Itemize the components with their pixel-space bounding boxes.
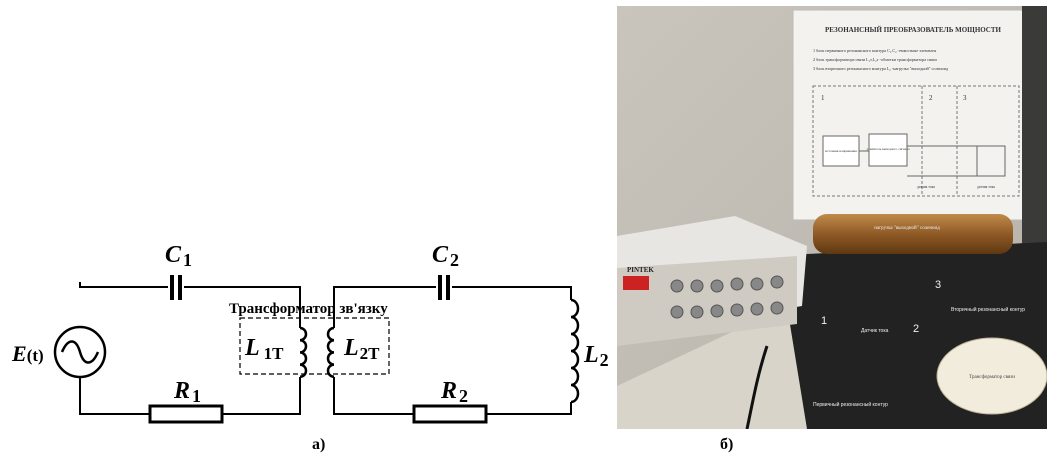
label-l2: L2 xyxy=(583,342,609,370)
svg-text:РЕЗОНАНСНЫЙ ПРЕОБРАЗОВАТЕЛЬ МО: РЕЗОНАНСНЫЙ ПРЕОБРАЗОВАТЕЛЬ МОЩНОСТИ xyxy=(825,26,1001,34)
svg-text:усилитель выходного сигнала: усилитель выходного сигнала xyxy=(867,147,910,151)
resistor-r2 xyxy=(412,404,488,424)
wire-left-top xyxy=(79,282,301,328)
coil-l1t-icon xyxy=(299,326,308,379)
svg-text:3: 3 xyxy=(963,94,967,102)
label-source: E(t) xyxy=(11,341,44,366)
poster: РЕЗОНАНСНЫЙ ПРЕОБРАЗОВАТЕЛЬ МОЩНОСТИ 1 б… xyxy=(792,9,1034,221)
svg-text:датчик тока: датчик тока xyxy=(917,185,935,189)
coil-l2-icon xyxy=(570,298,580,404)
svg-text:3 блок вторичного резонансного: 3 блок вторичного резонансного контура L… xyxy=(813,66,949,71)
svg-text:датчик тока: датчик тока xyxy=(977,185,995,189)
signal-generator: PINTEK xyxy=(617,216,807,346)
svg-text:2: 2 xyxy=(913,323,919,335)
lab-setup-photo: РЕЗОНАНСНЫЙ ПРЕОБРАЗОВАТЕЛЬ МОЩНОСТИ 1 б… xyxy=(617,6,1047,429)
wire-right-top xyxy=(333,286,572,328)
caption-a: а) xyxy=(312,436,326,453)
label-l2t: L2T xyxy=(343,335,380,363)
coupling-transformer-disk xyxy=(936,337,1047,415)
svg-text:1: 1 xyxy=(821,94,825,102)
resistor-r1 xyxy=(148,404,224,424)
svg-text:3: 3 xyxy=(935,279,941,291)
sine-wave-icon xyxy=(60,340,100,364)
transformer-box xyxy=(239,317,390,375)
svg-text:Датчик тока: Датчик тока xyxy=(861,328,889,334)
svg-text:1 блок первичного резонансного: 1 блок первичного резонансного контура C… xyxy=(813,48,936,54)
wire-right-bottom xyxy=(333,377,572,415)
svg-text:2 блок трансформатора связи: 2 блок трансформатора связи L₁т,L₂т -обм… xyxy=(813,57,937,63)
caption-b: б) xyxy=(720,436,734,453)
svg-text:2: 2 xyxy=(929,94,933,102)
label-transformer: Трансформатор зв'язку xyxy=(229,301,388,317)
svg-text:1: 1 xyxy=(821,315,827,327)
wire-left-bottom xyxy=(79,377,301,415)
svg-text:источник напряжения: источник напряжения xyxy=(825,149,857,153)
svg-text:Вторичный резонансный контур: Вторичный резонансный контур xyxy=(951,306,1025,313)
svg-text:Трансформатор связи: Трансформатор связи xyxy=(969,375,1015,380)
svg-text:нагрузка "выходной" соленоид: нагрузка "выходной" соленоид xyxy=(874,226,940,231)
svg-text:PINTEK: PINTEK xyxy=(627,266,654,274)
svg-text:Первичный резонансный контур: Первичный резонансный контур xyxy=(813,401,888,408)
coil-l2t-icon xyxy=(326,326,335,379)
solenoid: нагрузка "выходной" соленоид xyxy=(813,214,1013,254)
